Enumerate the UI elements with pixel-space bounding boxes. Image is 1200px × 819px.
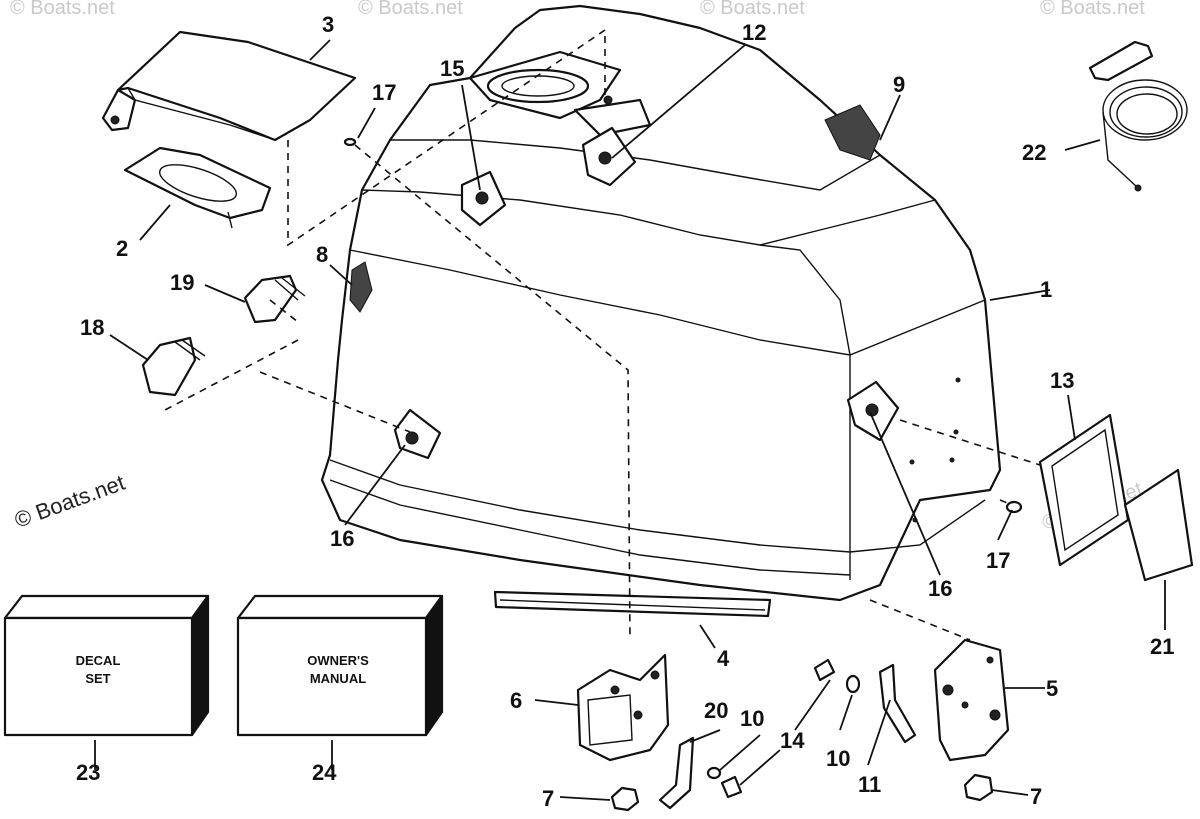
- callout-4: 4: [717, 646, 730, 671]
- leader-lines: [94, 39, 1166, 801]
- watermark-top-3: © Boats.net: [700, 0, 805, 19]
- bracket-part-20: [658, 736, 695, 810]
- plate-part-13: [1038, 413, 1130, 567]
- callout-7-right: 7: [1030, 784, 1042, 809]
- hood-part-3: [101, 30, 357, 142]
- callout-24: 24: [312, 760, 337, 785]
- latch-part-5: [933, 638, 1010, 762]
- callout-18: 18: [80, 315, 104, 340]
- callout-19: 19: [170, 270, 194, 295]
- callout-5: 5: [1046, 676, 1058, 701]
- callout-9: 9: [893, 72, 905, 97]
- bracket-part-18: [141, 336, 206, 397]
- callout-7-left: 7: [542, 786, 554, 811]
- callout-17-top: 17: [372, 80, 396, 105]
- washer-part-10: [706, 674, 861, 780]
- callout-23: 23: [76, 760, 100, 785]
- callout-21: 21: [1150, 634, 1174, 659]
- callout-10-upper: 10: [740, 706, 764, 731]
- decal-box-line-1: DECAL: [76, 653, 121, 668]
- callout-15: 15: [440, 56, 464, 81]
- callout-16-right: 16: [928, 576, 952, 601]
- watermark-top-1: © Boats.net: [10, 0, 115, 19]
- trim-ring-part-2: [123, 146, 272, 229]
- watermark-left: © Boats.net: [11, 470, 128, 533]
- lanyard-part-22: [1088, 40, 1188, 192]
- callout-20: 20: [704, 698, 728, 723]
- screw-part-14: [720, 658, 836, 799]
- callout-2: 2: [116, 236, 128, 261]
- plate-part-21: [1123, 468, 1194, 582]
- decal-box-line-2: SET: [85, 671, 110, 686]
- callout-13: 13: [1050, 368, 1074, 393]
- bracket-part-11: [878, 663, 917, 744]
- callout-10-lower: 10: [826, 746, 850, 771]
- assembly-dashed-lines: [164, 28, 1041, 641]
- manual-box-line-1: OWNER'S: [307, 653, 369, 668]
- manual-box-line-2: MANUAL: [310, 671, 366, 686]
- callout-14: 14: [780, 728, 805, 753]
- engine-cover-part-1: [320, 4, 1002, 602]
- callout-3: 3: [322, 12, 334, 37]
- watermark-top-4: © Boats.net: [1040, 0, 1145, 19]
- callout-17-right: 17: [986, 548, 1010, 573]
- owners-manual-box-part-24: OWNER'S MANUAL: [236, 594, 444, 737]
- callout-12: 12: [742, 20, 766, 45]
- callout-8: 8: [316, 242, 328, 267]
- latch-part-6: [576, 653, 670, 762]
- callout-11: 11: [858, 772, 881, 797]
- callout-numbers: 1 2 3 4 5 6 7 7 8 9 10 10 11 12 13 14 15…: [76, 12, 1174, 811]
- decal-set-box-part-23: DECAL SET: [3, 594, 210, 737]
- bracket-part-19: [243, 274, 306, 324]
- callout-22: 22: [1022, 140, 1046, 165]
- seal-part-4: [493, 590, 772, 618]
- watermark-top-2: © Boats.net: [358, 0, 463, 19]
- callout-16-left: 16: [330, 526, 354, 551]
- screw-part-17: [343, 137, 1023, 514]
- knob-part-7: [610, 773, 994, 812]
- callout-6: 6: [510, 688, 522, 713]
- callout-1: 1: [1040, 277, 1052, 302]
